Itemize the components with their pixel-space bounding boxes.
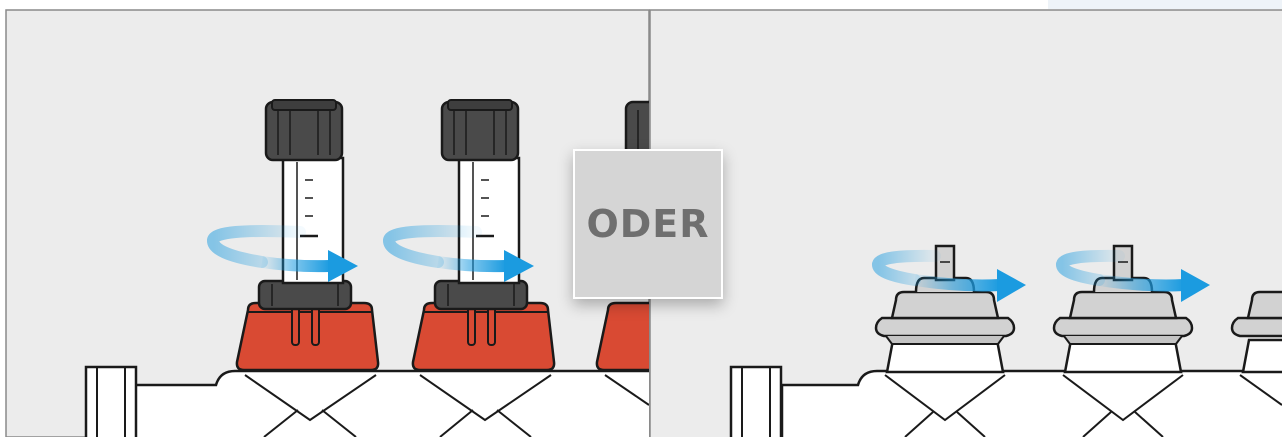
left-panel (5, 9, 650, 438)
corner-strip (1048, 0, 1282, 9)
rotation-arrow-icon (207, 225, 358, 282)
rotation-arrow-icon (872, 249, 1026, 302)
or-divider-box: ODER (573, 149, 723, 299)
manifold-body-icon (650, 365, 1282, 437)
rotation-arrow-icon (383, 225, 534, 282)
rotation-arrow-icon (1056, 249, 1210, 302)
manifold-body-icon (6, 365, 649, 437)
flow-meter-valve-icon (235, 99, 380, 372)
right-panel (649, 9, 1282, 441)
or-divider-label: ODER (586, 202, 710, 246)
thermostatic-valve-head-icon (1230, 290, 1282, 374)
